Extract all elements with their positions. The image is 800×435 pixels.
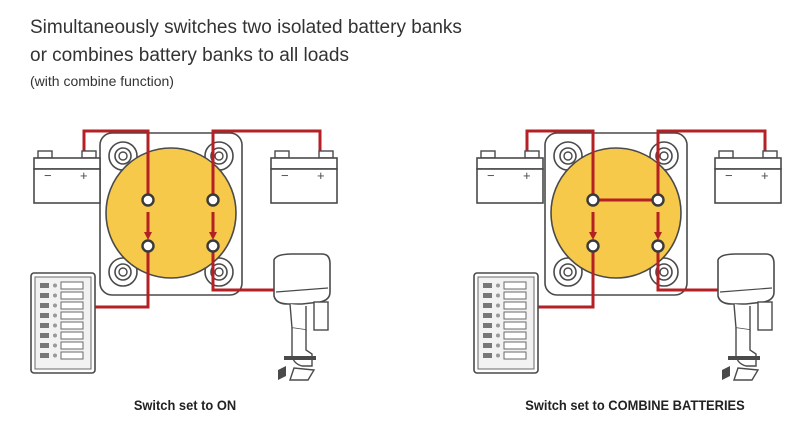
outboard-motor bbox=[717, 253, 775, 381]
heading-line-1: Simultaneously switches two isolated bat… bbox=[30, 17, 462, 38]
caption-switch-combine: Switch set to COMBINE BATTERIES bbox=[525, 397, 745, 413]
diagram-switch-on: − + − + bbox=[30, 129, 338, 381]
battery-positive-symbol: + bbox=[523, 168, 531, 183]
battery-1: − + bbox=[476, 150, 544, 204]
breaker-panel bbox=[473, 272, 539, 374]
breaker-panel bbox=[30, 272, 96, 374]
battery-negative-symbol: − bbox=[44, 168, 52, 183]
battery-2: − + bbox=[714, 150, 782, 204]
battery-negative-symbol: − bbox=[725, 168, 733, 183]
battery-negative-symbol: − bbox=[281, 168, 289, 183]
switch-face bbox=[105, 147, 237, 279]
battery-2: − + bbox=[270, 150, 338, 204]
battery-1: − + bbox=[33, 150, 101, 204]
battery-positive-symbol: + bbox=[317, 168, 325, 183]
caption-switch-on: Switch set to ON bbox=[133, 397, 237, 413]
outboard-motor bbox=[273, 253, 331, 381]
switch-face bbox=[550, 147, 682, 279]
diagram-switch-combine: − + − + bbox=[473, 129, 782, 381]
battery-negative-symbol: − bbox=[487, 168, 495, 183]
header-block: Simultaneously switches two isolated bat… bbox=[30, 14, 500, 92]
battery-positive-symbol: + bbox=[761, 168, 769, 183]
heading-line-3: (with combine function) bbox=[30, 73, 174, 89]
battery-positive-symbol: + bbox=[80, 168, 88, 183]
heading-line-2: or combines battery banks to all loads bbox=[30, 45, 349, 66]
